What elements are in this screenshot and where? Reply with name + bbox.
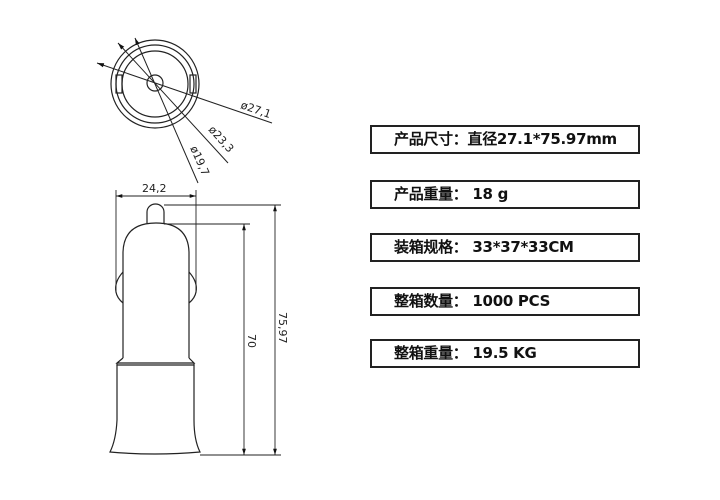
outer-ring bbox=[110, 39, 200, 129]
left-tab bbox=[115, 74, 123, 94]
dim-label-middle: ø23,3 bbox=[206, 123, 237, 155]
right-spring-tab bbox=[188, 271, 197, 304]
contact-tip bbox=[146, 203, 165, 223]
top-view bbox=[96, 37, 273, 184]
dim-line-inner bbox=[134, 37, 199, 184]
center-contact bbox=[146, 74, 164, 92]
spec-text: 产品重量： 18 g bbox=[394, 185, 509, 203]
spec-box-weight: 产品重量： 18 g bbox=[370, 180, 640, 209]
dim-label-width: 24,2 bbox=[142, 182, 167, 195]
spec-text: 装箱规格： 33*37*33CM bbox=[394, 238, 574, 256]
spec-box-carton-size: 装箱规格： 33*37*33CM bbox=[370, 233, 640, 262]
right-tab bbox=[189, 74, 197, 94]
spec-box-carton-weight: 整箱重量： 19.5 KG bbox=[370, 339, 640, 368]
spec-text: 整箱重量： 19.5 KG bbox=[394, 344, 537, 362]
spec-box-carton-quantity: 整箱数量： 1000 PCS bbox=[370, 287, 640, 316]
collar bbox=[115, 357, 196, 366]
side-view bbox=[109, 190, 281, 456]
dim-label-inner: ø19,7 bbox=[187, 144, 212, 178]
dim-line-middle bbox=[117, 42, 229, 164]
dim-label-body-height: 70 bbox=[245, 334, 258, 348]
spec-box-size: 产品尺寸：直径27.1*75.97mm bbox=[370, 125, 640, 154]
spec-text: 产品尺寸：直径27.1*75.97mm bbox=[394, 130, 617, 148]
upper-body bbox=[122, 222, 190, 358]
lower-body bbox=[109, 365, 201, 455]
dim-label-total-height: 75,97 bbox=[276, 312, 289, 344]
left-spring-tab bbox=[115, 271, 124, 304]
spec-text: 整箱数量： 1000 PCS bbox=[394, 292, 551, 310]
dim-line-outer bbox=[96, 62, 273, 124]
